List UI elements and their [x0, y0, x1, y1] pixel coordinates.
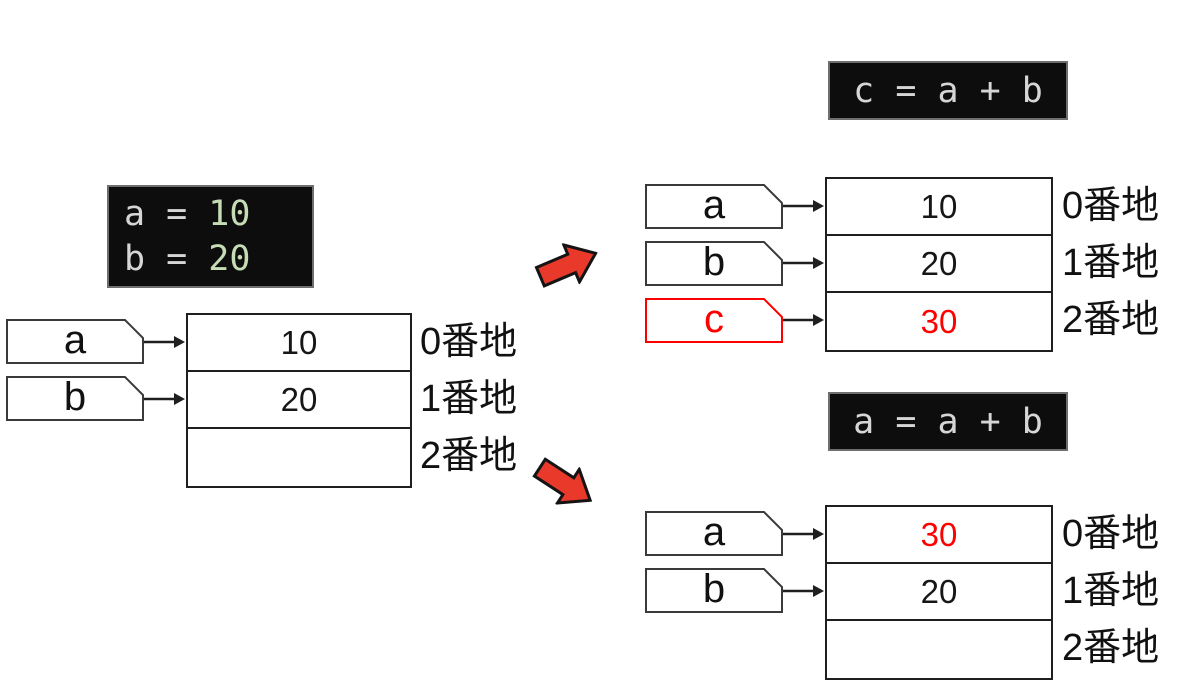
code-block-step-a: a = a + b: [828, 392, 1068, 451]
address-label: 0番地: [1062, 185, 1160, 227]
tag-shape: [645, 241, 783, 286]
tag-shape: [645, 511, 783, 556]
memory-cell: 20: [188, 372, 410, 429]
pointer-arrow-icon: [783, 314, 824, 326]
memory-table-initial: 10 20: [186, 313, 412, 488]
pointer-arrow-icon: [783, 257, 824, 269]
address-label: 1番地: [1062, 242, 1160, 284]
var-tag-b-step-c: b: [645, 241, 783, 286]
memory-table-step-a: 30 20: [825, 505, 1053, 680]
tag-shape: [645, 184, 783, 229]
var-tag-label: b: [702, 240, 726, 284]
pointer-arrow-icon: [783, 585, 824, 597]
code-line-1: a = 10: [124, 192, 312, 237]
pointer-arrow-icon: [783, 200, 824, 212]
var-tag-label: c: [704, 297, 724, 341]
memory-cell: [827, 621, 1051, 678]
address-label: 2番地: [1062, 627, 1160, 669]
code-token: a =: [124, 193, 209, 234]
var-tag-label: a: [63, 318, 87, 362]
var-tag-b-step-a: b: [645, 568, 783, 613]
code-line-2: b = 20: [124, 237, 312, 282]
code-number: 20: [208, 238, 251, 279]
var-tag-label: b: [63, 375, 87, 419]
pointer-arrow-icon: [144, 393, 185, 405]
code-block-step-c: c = a + b: [828, 61, 1068, 120]
var-tag-a-step-c: a: [645, 184, 783, 229]
red-block-arrow-up-icon: [534, 242, 598, 288]
code-block-initial: a = 10 b = 20: [107, 185, 314, 288]
tag-shape: [645, 298, 783, 343]
var-tag-b-initial: b: [6, 376, 144, 421]
memory-cell-updated: 30: [920, 302, 958, 340]
address-label: 1番地: [1062, 570, 1160, 612]
tag-shape: [645, 568, 783, 613]
var-tag-a-step-a: a: [645, 511, 783, 556]
address-label: 2番地: [1062, 299, 1160, 341]
pointer-arrow-icon: [144, 336, 185, 348]
code-token: b =: [124, 238, 209, 279]
red-block-arrow-down-icon: [532, 457, 593, 505]
var-tag-label: b: [702, 567, 726, 611]
var-tag-label: a: [702, 183, 726, 227]
address-label: 0番地: [1062, 513, 1160, 555]
memory-cell-updated: 30: [827, 507, 1051, 564]
var-tag-a-initial: a: [6, 319, 144, 364]
memory-table-step-c: 10 20 30: [825, 177, 1053, 352]
memory-cell: [188, 429, 410, 486]
tag-shape: [6, 376, 144, 421]
memory-cell: 10: [188, 315, 410, 372]
address-label: 0番地: [420, 321, 518, 363]
pointer-arrow-icon: [783, 528, 824, 540]
code-line: a = a + b: [853, 401, 1043, 442]
address-label: 2番地: [420, 435, 518, 477]
code-number: 10: [208, 193, 251, 234]
var-tag-label: a: [702, 510, 726, 554]
memory-cell: 20: [827, 564, 1051, 621]
code-line: c = a + b: [853, 70, 1043, 111]
memory-cell: 20: [827, 236, 1051, 293]
address-label: 1番地: [420, 378, 518, 420]
var-tag-c-new: c: [645, 298, 783, 343]
tag-shape: [6, 319, 144, 364]
memory-cell: 10: [827, 179, 1051, 236]
